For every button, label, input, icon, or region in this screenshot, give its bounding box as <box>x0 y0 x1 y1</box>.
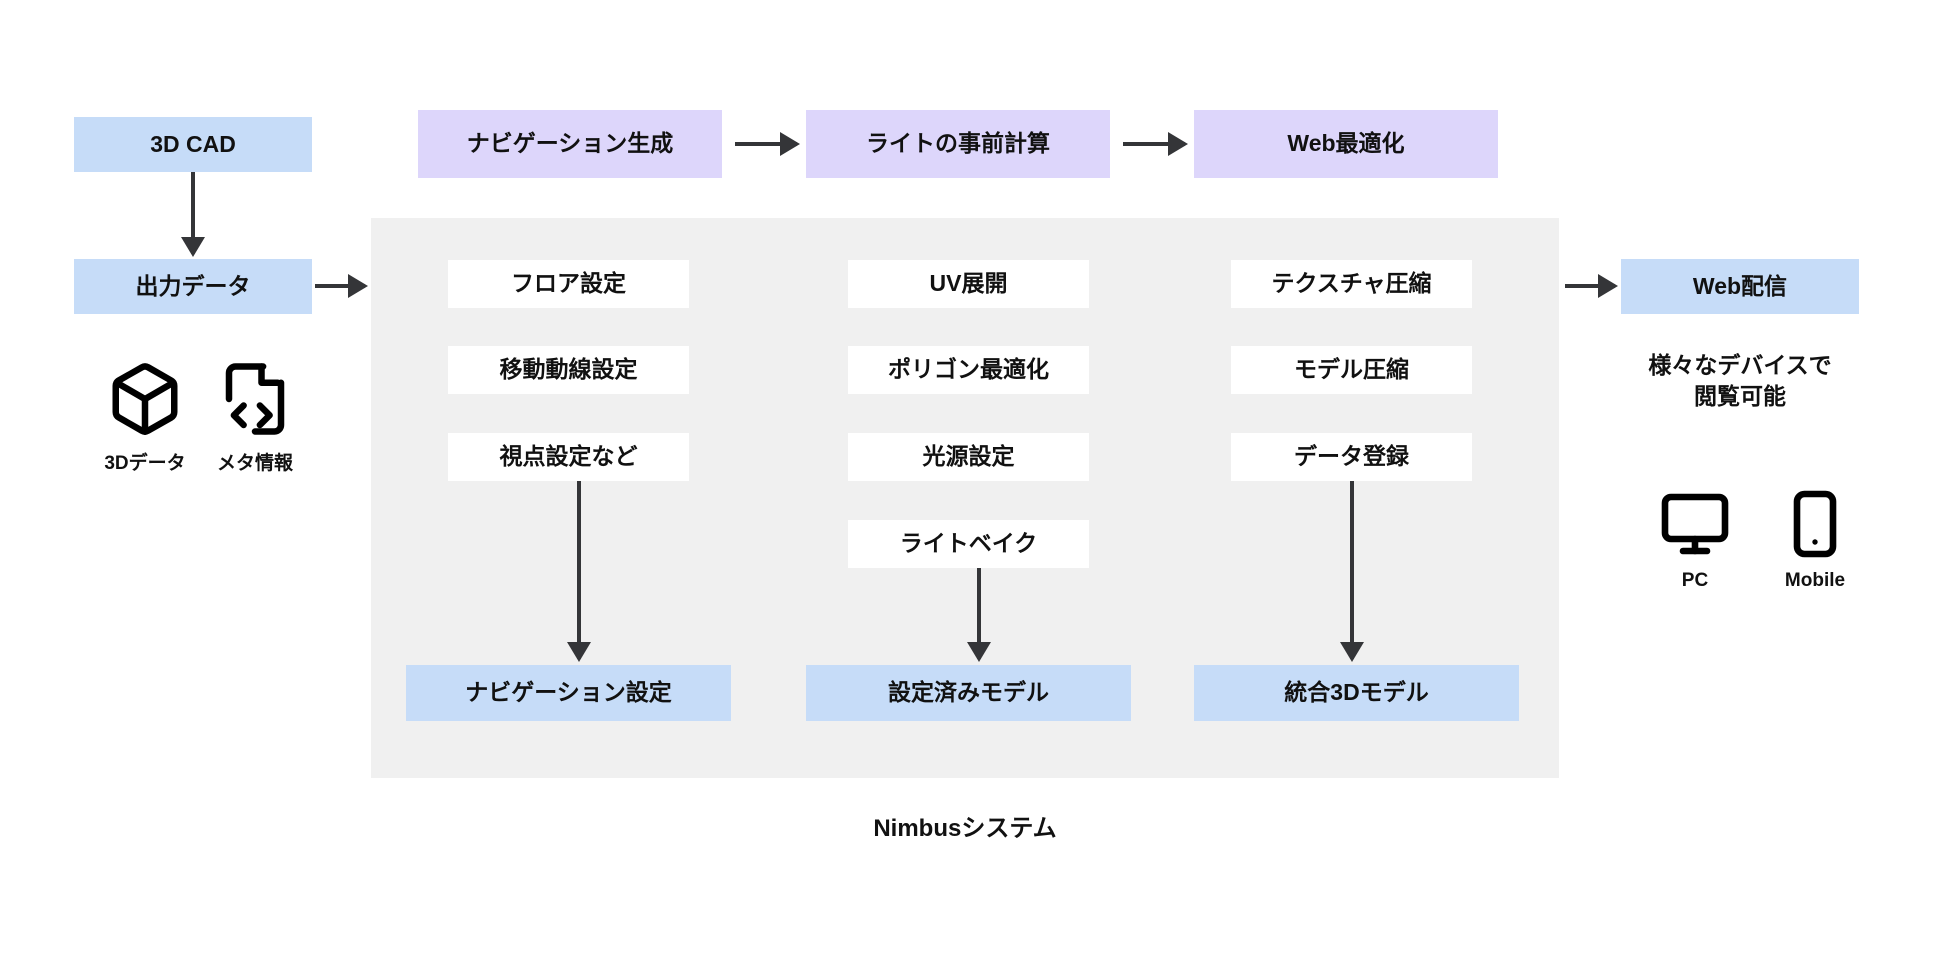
pipeline-step-navigation-generation[interactable]: ナビゲーション生成 <box>418 110 722 178</box>
step-light-source-setting-label: 光源設定 <box>922 443 1015 470</box>
result-configured-model-label: 設定済みモデル <box>888 679 1049 706</box>
step-movement-line-setting-label: 移動動線設定 <box>499 356 638 383</box>
delivery-description-line1: 様々なデバイスで <box>1648 352 1832 378</box>
step-texture-compression-label: テクスチャ圧縮 <box>1271 270 1432 297</box>
device-mobile-label: Mobile <box>1784 570 1846 591</box>
step-floor-setting[interactable]: フロア設定 <box>448 260 689 308</box>
cube-icon <box>112 363 178 436</box>
pipeline-step-web-optimization[interactable]: Web最適化 <box>1194 110 1498 178</box>
step-light-source-setting[interactable]: 光源設定 <box>848 433 1089 481</box>
step-viewpoint-setting-label: 視点設定など <box>499 443 638 470</box>
result-configured-model[interactable]: 設定済みモデル <box>806 665 1131 721</box>
asset-3d-data: 3Dデータ <box>90 360 200 475</box>
step-movement-line-setting[interactable]: 移動動線設定 <box>448 346 689 394</box>
step-data-registration-label: データ登録 <box>1294 443 1409 470</box>
system-caption: Nimbusシステム <box>371 808 1559 843</box>
device-mobile: Mobile <box>1760 488 1870 592</box>
box-3d-cad[interactable]: 3D CAD <box>74 117 312 172</box>
step-model-compression-label: モデル圧縮 <box>1294 356 1409 383</box>
box-output-data[interactable]: 出力データ <box>74 259 312 314</box>
asset-3d-data-label: 3Dデータ <box>104 453 186 474</box>
step-light-bake[interactable]: ライトベイク <box>848 520 1089 568</box>
box-web-delivery-label: Web配信 <box>1692 272 1788 299</box>
result-navigation-settings[interactable]: ナビゲーション設定 <box>406 665 731 721</box>
pipeline-step-light-precompute[interactable]: ライトの事前計算 <box>806 110 1110 178</box>
step-uv-unwrap-label: UV展開 <box>929 270 1008 297</box>
arrow-output-to-system <box>315 284 365 288</box>
result-navigation-settings-label: ナビゲーション設定 <box>465 679 672 706</box>
monitor-icon <box>1661 493 1729 555</box>
asset-meta-info: メタ情報 <box>200 360 310 475</box>
pipeline-step-navigation-generation-label: ナビゲーション生成 <box>466 130 674 157</box>
arrow-system-to-delivery <box>1565 284 1615 288</box>
step-texture-compression[interactable]: テクスチャ圧縮 <box>1231 260 1472 308</box>
step-model-compression[interactable]: モデル圧縮 <box>1231 346 1472 394</box>
step-uv-unwrap[interactable]: UV展開 <box>848 260 1089 308</box>
result-integrated-3d-model-label: 統合3Dモデル <box>1284 679 1429 706</box>
arrow-column2-to-result <box>977 568 981 659</box>
step-polygon-optimization[interactable]: ポリゴン最適化 <box>848 346 1089 394</box>
box-web-delivery[interactable]: Web配信 <box>1621 259 1859 314</box>
pipeline-step-light-precompute-label: ライトの事前計算 <box>866 130 1050 157</box>
device-pc-label: PC <box>1681 570 1709 591</box>
pipeline-step-web-optimization-label: Web最適化 <box>1287 130 1405 157</box>
file-code-icon <box>225 363 285 435</box>
system-caption-label: Nimbusシステム <box>873 815 1057 842</box>
box-3d-cad-label: 3D CAD <box>150 130 236 157</box>
asset-meta-info-label: メタ情報 <box>216 453 293 474</box>
result-integrated-3d-model[interactable]: 統合3Dモデル <box>1194 665 1519 721</box>
device-pc: PC <box>1640 488 1750 592</box>
arrow-column3-to-result <box>1350 481 1354 659</box>
arrow-column1-to-result <box>577 481 581 659</box>
step-polygon-optimization-label: ポリゴン最適化 <box>888 356 1049 383</box>
step-data-registration[interactable]: データ登録 <box>1231 433 1472 481</box>
box-output-data-label: 出力データ <box>135 272 251 299</box>
step-floor-setting-label: フロア設定 <box>511 270 626 297</box>
step-viewpoint-setting[interactable]: 視点設定など <box>448 433 689 481</box>
delivery-description-line2: 閲覧可能 <box>1694 383 1786 410</box>
arrow-pipeline-2-to-3 <box>1123 142 1185 146</box>
delivery-description: 様々なデバイスで 閲覧可能 <box>1601 350 1879 412</box>
arrow-cad-to-output <box>191 172 195 254</box>
step-light-bake-label: ライトベイク <box>899 530 1038 557</box>
arrow-pipeline-1-to-2 <box>735 142 797 146</box>
smartphone-icon <box>1793 490 1837 558</box>
